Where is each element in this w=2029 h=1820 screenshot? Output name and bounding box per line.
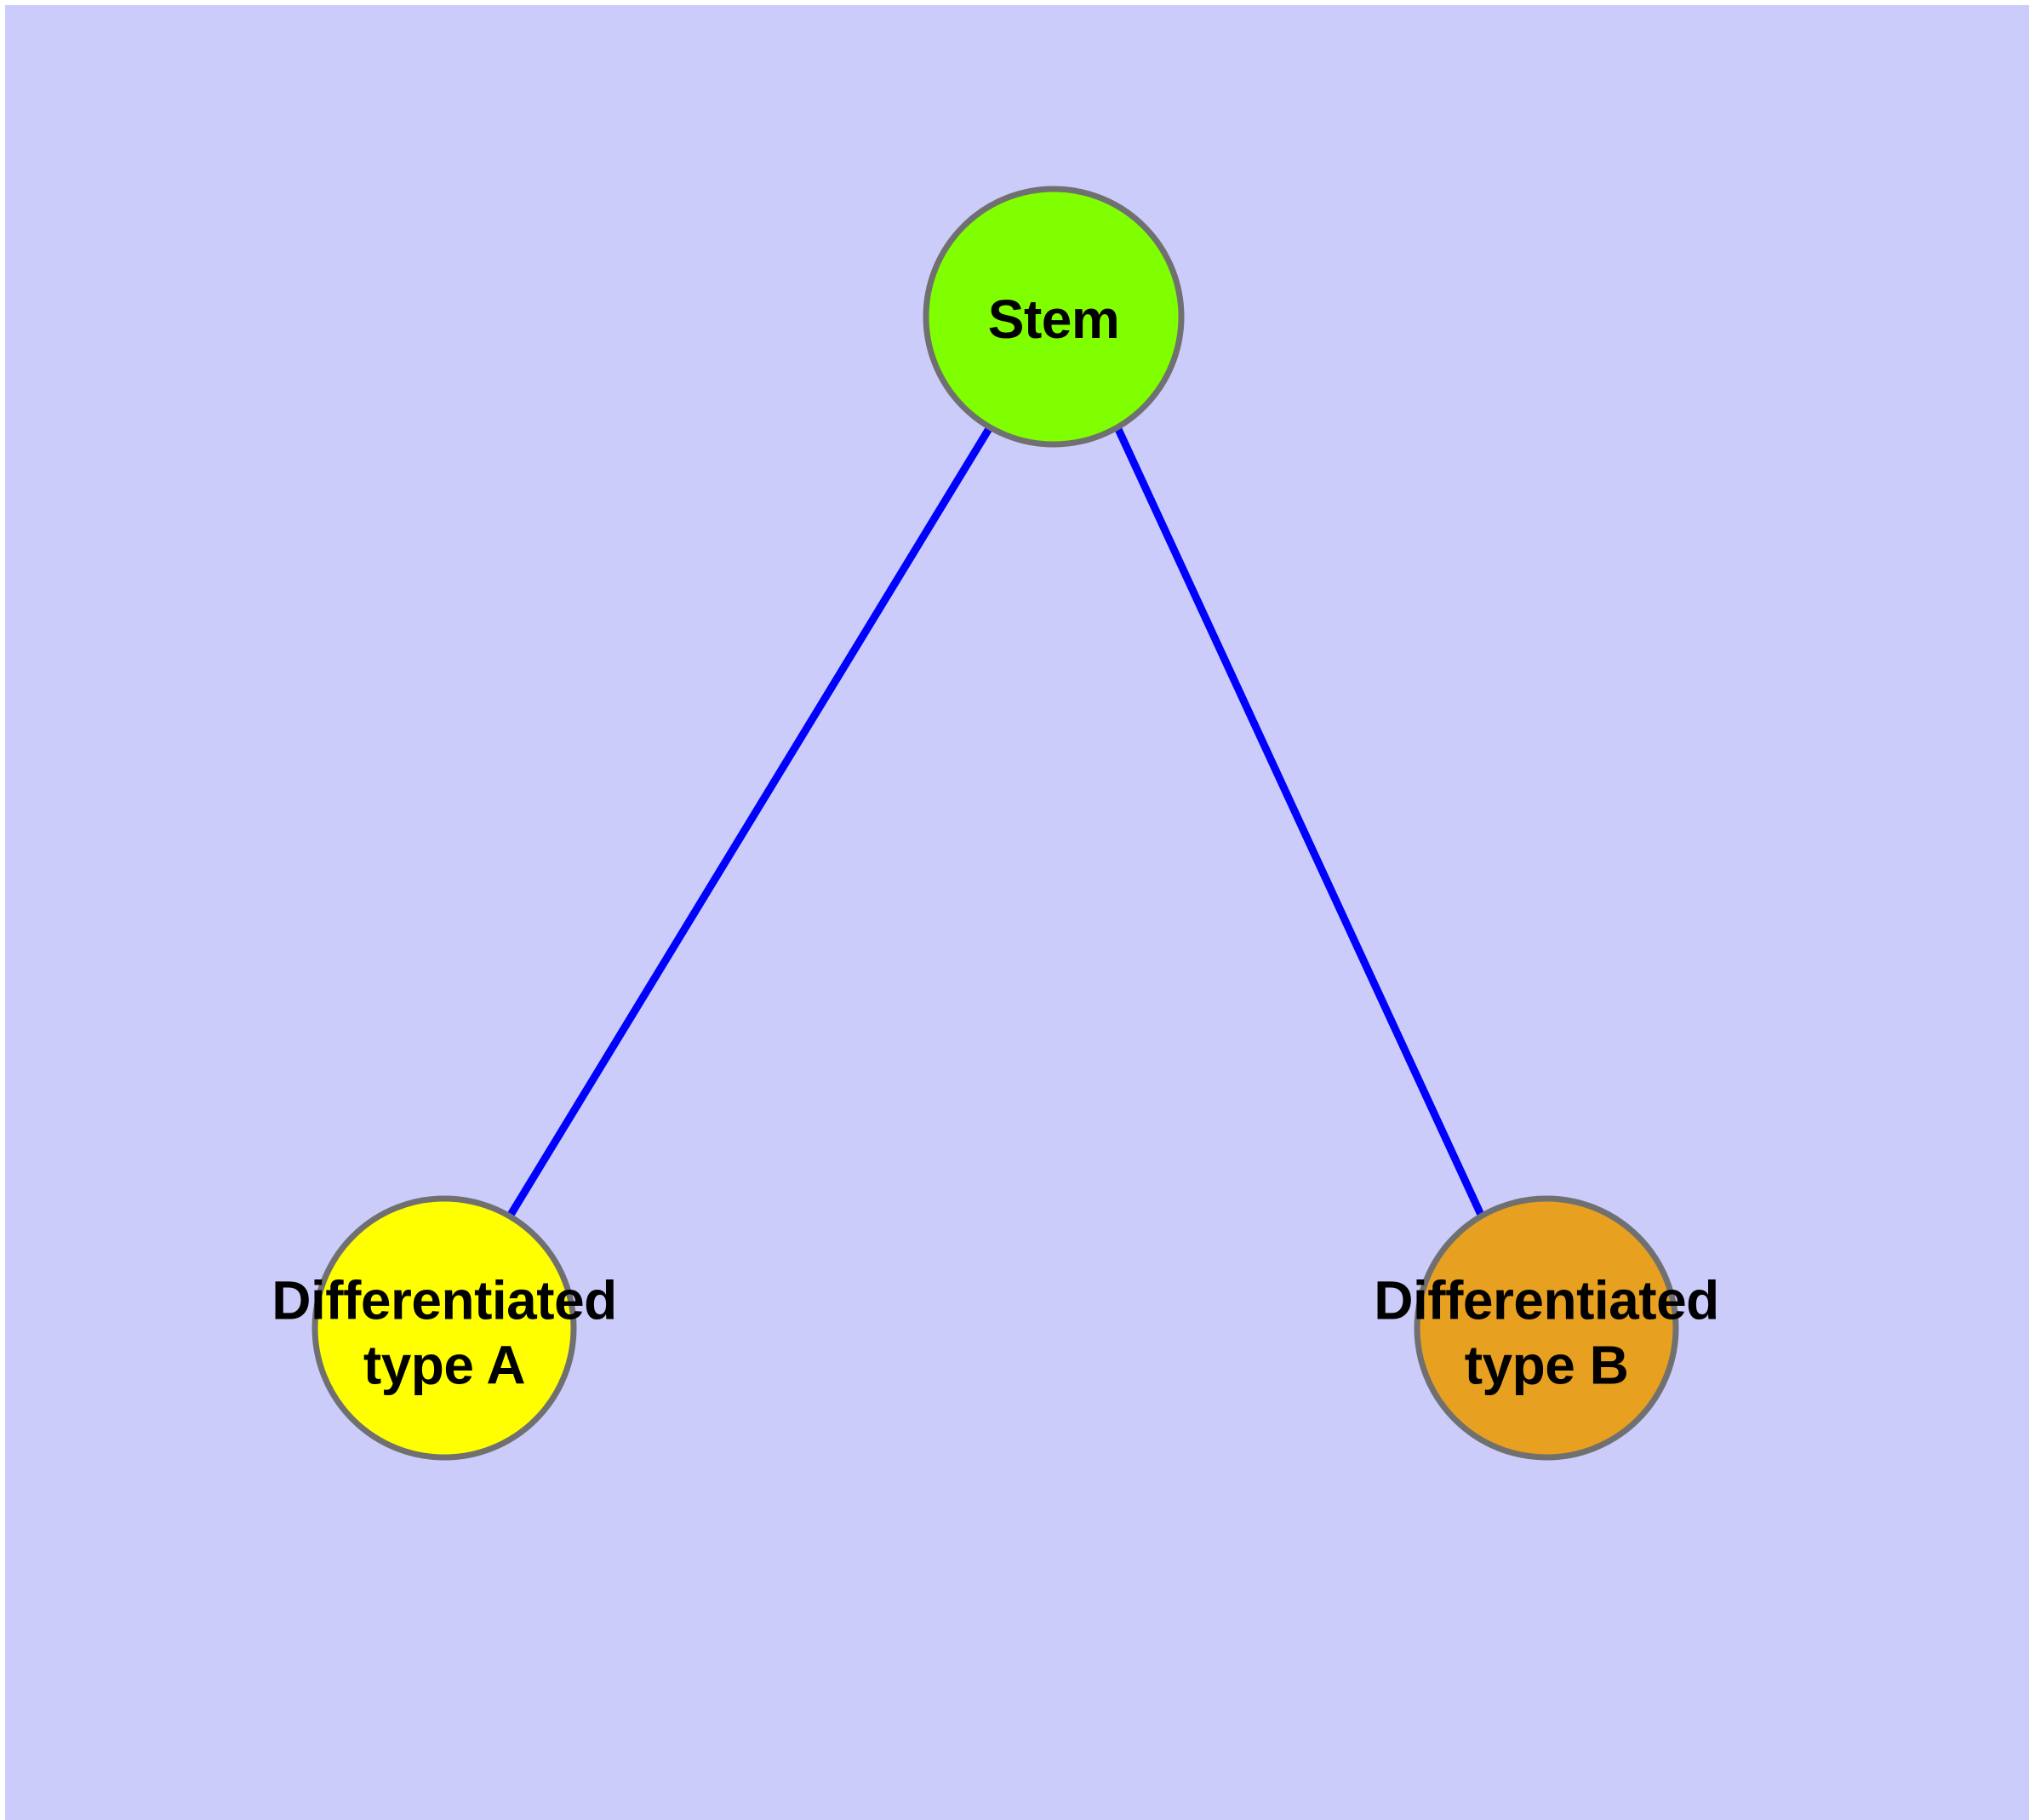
edge-stem-to-differentiated-type-a[interactable] <box>507 425 993 1217</box>
node-stem[interactable] <box>923 186 1185 448</box>
node-differentiated-type-a[interactable] <box>311 1195 577 1461</box>
edge-stem-to-differentiated-type-b[interactable] <box>1113 426 1485 1216</box>
node-differentiated-type-b[interactable] <box>1414 1195 1679 1461</box>
node-group <box>311 186 1679 1461</box>
edge-group <box>507 425 1485 1217</box>
